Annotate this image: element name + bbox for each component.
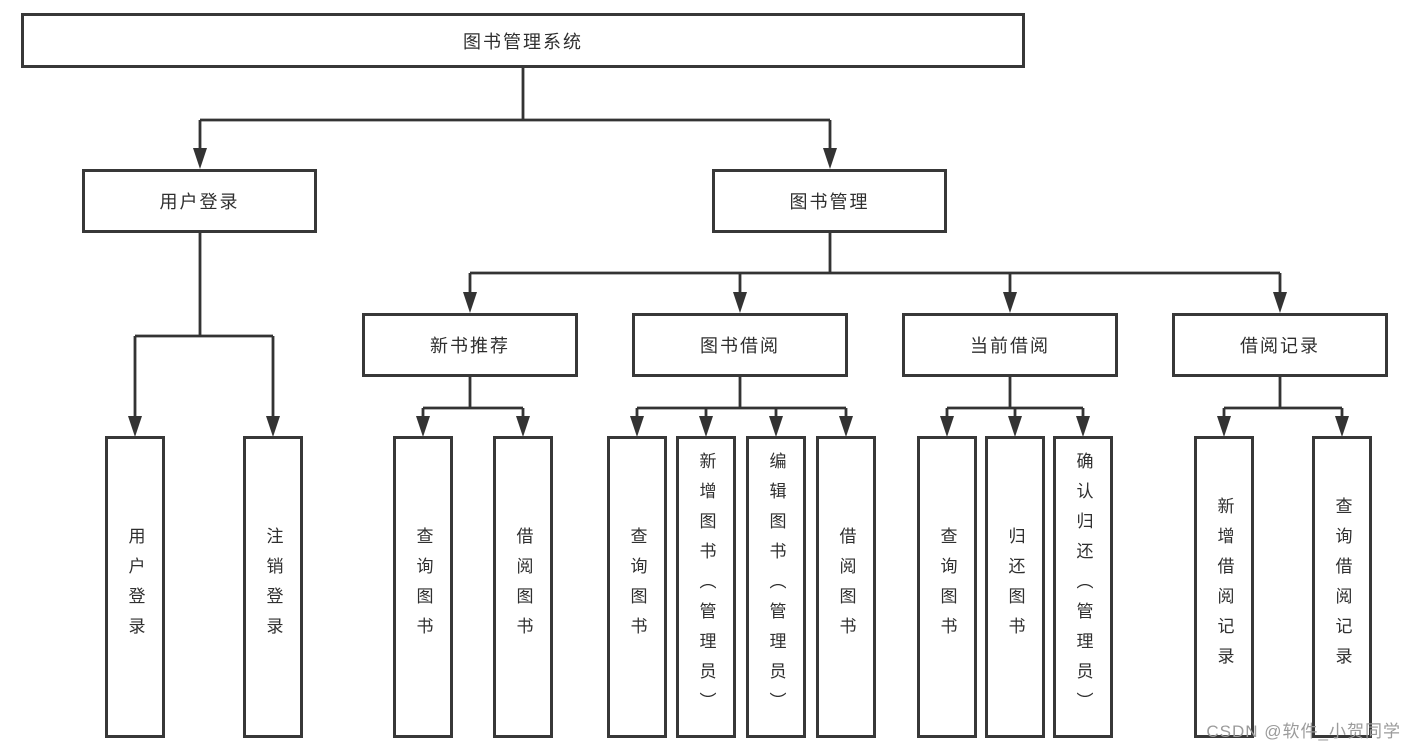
node-label: 查询借阅记录 <box>1332 497 1352 677</box>
node-label: 新增借阅记录 <box>1214 497 1234 677</box>
leaf-return-book: 归还图书 <box>985 436 1045 738</box>
node-label: 图书借阅 <box>700 336 780 356</box>
node-user-login: 用户登录 <box>82 169 317 233</box>
connector-paths <box>133 68 1344 418</box>
node-label: 图书管理 <box>789 192 870 212</box>
node-label: 当前借阅 <box>970 336 1050 356</box>
leaf-add-book-admin: 新增图书（管理员） <box>676 436 736 738</box>
node-label: 借阅图书 <box>513 527 533 647</box>
node-label: 用户登录 <box>159 192 240 212</box>
node-label: 查询图书 <box>413 527 433 647</box>
leaf-query-borrow-record: 查询借阅记录 <box>1312 436 1372 738</box>
leaf-edit-book-admin: 编辑图书（管理员） <box>746 436 806 738</box>
arrowheads <box>128 148 1349 437</box>
leaf-user-login: 用户登录 <box>105 436 165 738</box>
node-label: 查询图书 <box>627 527 647 647</box>
node-label: 新增图书（管理员） <box>696 452 716 722</box>
node-label: 查询图书 <box>937 527 957 647</box>
node-label: 借阅图书 <box>836 527 856 647</box>
node-book-borrowing: 图书借阅 <box>632 313 848 377</box>
node-book-management: 图书管理 <box>712 169 947 233</box>
node-label: 借阅记录 <box>1240 336 1320 356</box>
node-label: 注销登录 <box>263 527 283 647</box>
leaf-borrow-books-recommend: 借阅图书 <box>493 436 553 738</box>
leaf-query-books-current: 查询图书 <box>917 436 977 738</box>
node-library-management-system: 图书管理系统 <box>21 13 1025 68</box>
node-label: 编辑图书（管理员） <box>766 452 786 722</box>
leaf-logout: 注销登录 <box>243 436 303 738</box>
leaf-query-books-borrowing: 查询图书 <box>607 436 667 738</box>
node-label: 新书推荐 <box>430 336 510 356</box>
node-new-book-recommend: 新书推荐 <box>362 313 578 377</box>
leaf-confirm-return-admin: 确认归还（管理员） <box>1053 436 1113 738</box>
node-label: 图书管理系统 <box>463 31 583 52</box>
node-label: 确认归还（管理员） <box>1073 452 1093 722</box>
leaf-query-books-recommend: 查询图书 <box>393 436 453 738</box>
node-current-borrowing: 当前借阅 <box>902 313 1118 377</box>
leaf-borrow-books-borrowing: 借阅图书 <box>816 436 876 738</box>
node-borrowing-records: 借阅记录 <box>1172 313 1388 377</box>
node-label: 归还图书 <box>1005 527 1025 647</box>
leaf-add-borrow-record: 新增借阅记录 <box>1194 436 1254 738</box>
node-label: 用户登录 <box>125 527 145 647</box>
